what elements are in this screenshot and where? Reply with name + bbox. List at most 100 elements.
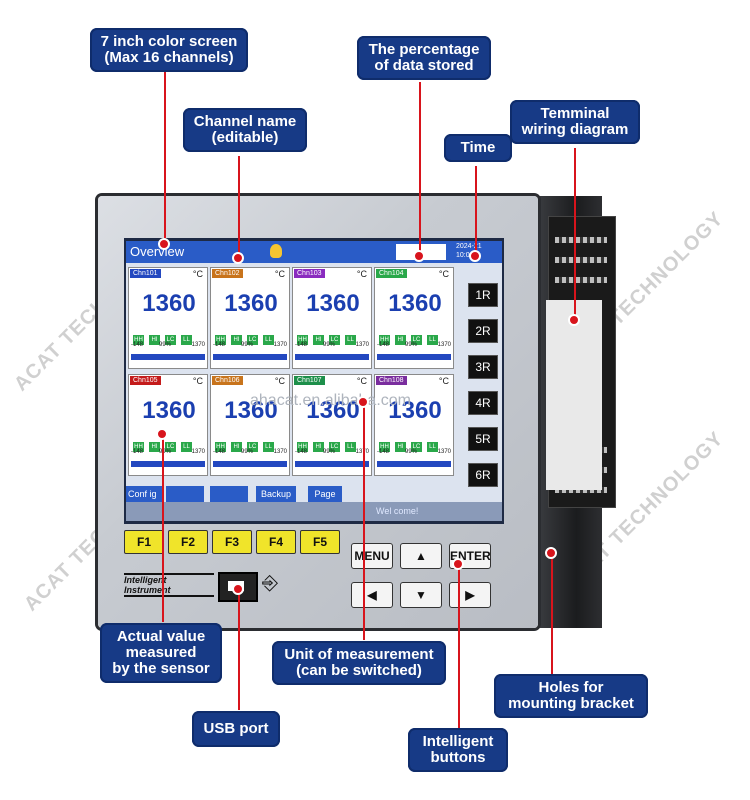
range-percent: 99% [405,449,418,455]
unit-label[interactable]: °C [274,376,285,386]
unit-label[interactable]: °C [438,376,449,386]
down-key[interactable]: ▼ [400,582,442,608]
relay-button[interactable]: 6R [468,463,498,487]
pointer-dot [413,250,425,262]
unit-label[interactable]: °C [356,269,367,279]
alarm-indicator: HI [313,442,324,452]
channel-name[interactable]: Chn107 [294,376,325,385]
range-min: -148 [377,449,390,455]
channel-bar [377,461,451,467]
menu-key[interactable]: MENU [351,543,393,569]
leader-line [162,436,164,622]
range-max: 1370 [273,449,287,455]
alarm-indicator: HH [133,335,144,345]
unit-label[interactable]: °C [274,269,285,279]
unit-label[interactable]: °C [356,376,367,386]
right-key[interactable]: ▶ [449,582,491,608]
callout-time: Time [444,134,512,162]
alarm-indicator: LL [427,335,438,345]
range-min: -148 [213,342,226,348]
relay-button[interactable]: 1R [468,283,498,307]
relay-button[interactable]: 2R [468,319,498,343]
alarm-indicator: LL [427,442,438,452]
relay-button[interactable]: 3R [468,355,498,379]
f4-key[interactable]: F4 [256,530,296,554]
left-key[interactable]: ◀ [351,582,393,608]
up-key[interactable]: ▲ [400,543,442,569]
unit-label[interactable]: °C [192,269,203,279]
relay-button[interactable]: 5R [468,427,498,451]
callout-unit: Unit of measurement (can be switched) [272,641,446,685]
range-max: 1370 [191,342,205,348]
usb-icon: ⎆ [262,572,278,594]
channel-name[interactable]: Chn101 [130,269,161,278]
range-percent: 99% [241,449,254,455]
alarm-indicator: HI [149,442,160,452]
leader-line [458,568,460,728]
leader-line [551,555,553,675]
channel-value: 1360 [388,397,442,424]
leader-line [574,148,576,318]
unit-label[interactable]: °C [192,376,203,386]
range-max: 1370 [437,342,451,348]
range-min: -148 [295,449,308,455]
channel-name[interactable]: Chn105 [130,376,161,385]
unit-label[interactable]: °C [438,269,449,279]
leader-line [238,156,240,256]
range-max: 1370 [191,449,205,455]
alarm-indicator: HH [297,442,308,452]
channel-name[interactable]: Chn108 [376,376,407,385]
alarm-indicator: LC [247,335,258,345]
channel-bar [213,354,287,360]
callout-usb: USB port [192,711,280,747]
footer-blank-button[interactable] [210,486,248,502]
alarm-indicator: LL [263,335,274,345]
channel-name[interactable]: Chn106 [212,376,243,385]
channel-name[interactable]: Chn104 [376,269,407,278]
channel-bar [213,461,287,467]
leader-line [475,166,477,256]
relay-button[interactable]: 4R [468,391,498,415]
range-min: -148 [213,449,226,455]
config-button[interactable]: Conf ig [126,486,164,502]
footer-blank-button[interactable] [166,486,204,502]
range-min: -148 [377,342,390,348]
f5-key[interactable]: F5 [300,530,340,554]
alarm-indicator: LL [263,442,274,452]
alarm-indicator: LC [411,335,422,345]
callout-screen: 7 inch color screen (Max 16 channels) [90,28,248,72]
pointer-dot [357,396,369,408]
f2-key[interactable]: F2 [168,530,208,554]
channel-value: 1360 [142,397,196,424]
f3-key[interactable]: F3 [212,530,252,554]
channel-name[interactable]: Chn102 [212,269,243,278]
callout-channel-name: Channel name (editable) [183,108,307,152]
f1-key[interactable]: F1 [124,530,164,554]
alarm-indicator: HH [215,442,226,452]
range-max: 1370 [437,449,451,455]
channel-bar [377,354,451,360]
channel-name[interactable]: Chn103 [294,269,325,278]
leader-line [363,404,365,640]
alarm-indicator: LL [181,335,192,345]
alarm-indicator: LC [165,442,176,452]
page-button[interactable]: Page [308,486,342,502]
alarm-indicator: HI [395,442,406,452]
backup-button[interactable]: Backup [256,486,296,502]
channel-value: 1360 [388,290,442,317]
welcome-message: Wel come! [126,502,502,521]
alarm-indicator: LC [411,442,422,452]
